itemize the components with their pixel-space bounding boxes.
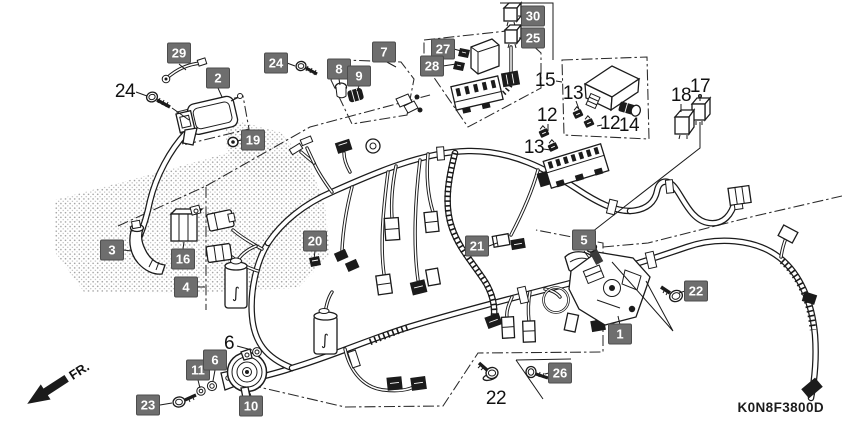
callout-text-13-26: 13	[562, 83, 584, 104]
callout-badge-21-15: 21	[465, 235, 489, 257]
bolt-22-right	[660, 285, 684, 303]
bolt-24-top	[295, 60, 318, 76]
sub-cord-29	[161, 57, 208, 84]
leader-lines	[122, 15, 701, 406]
callout-badge-28-8: 28	[420, 55, 444, 77]
fr-arrow: FR.	[27, 359, 92, 404]
boot-8	[334, 82, 348, 99]
fuse-12-a	[572, 106, 584, 119]
relay-30	[502, 1, 523, 27]
collar-6	[206, 380, 218, 392]
bolt-14	[618, 101, 642, 117]
callout-badge-26-19: 26	[548, 362, 572, 384]
condenser-1: ∫	[224, 257, 248, 309]
clip-27	[458, 48, 470, 58]
fuse-12-b	[583, 115, 595, 128]
clamp-assembly-7	[395, 93, 423, 114]
fuse-13-a	[538, 125, 550, 138]
bolt-23	[172, 393, 197, 408]
callout-badge-19-6: 19	[241, 129, 265, 151]
clip-28	[453, 61, 465, 71]
structural-lines	[500, 2, 701, 233]
callout-badge-30-9: 30	[521, 5, 545, 27]
callout-text-18-31: 18	[670, 85, 692, 106]
horn	[220, 348, 268, 403]
grommet-19	[227, 136, 239, 148]
fuse-box-main	[536, 143, 610, 189]
spark-plug-cap	[129, 219, 166, 275]
coil-branch-connectors	[205, 209, 236, 263]
diagram-code: K0N8F3800D	[737, 400, 824, 415]
grommet-9	[347, 88, 364, 103]
callout-text-13-30: 13	[523, 137, 545, 158]
fr-label: FR.	[66, 359, 92, 383]
callout-badge-29-0: 29	[167, 42, 191, 64]
bolt-24-left	[145, 91, 190, 121]
callout-badge-6-22: 6	[203, 349, 227, 371]
condenser-16	[169, 204, 204, 242]
callout-badge-9-4: 9	[347, 65, 371, 87]
callout-badge-24-2: 24	[264, 52, 288, 74]
callout-badge-23-20: 23	[136, 394, 160, 416]
callout-text-14-29: 14	[618, 115, 640, 136]
fuse-box-top	[450, 75, 504, 114]
callout-badge-25-10: 25	[521, 27, 545, 49]
callout-badge-5-16: 5	[572, 229, 596, 251]
callout-badge-20-14: 20	[303, 230, 327, 252]
callout-badge-7-5: 7	[372, 41, 396, 63]
callout-text-24-24: 24	[114, 81, 136, 102]
right-connector	[727, 184, 752, 211]
relay-18	[673, 107, 696, 140]
callout-badge-16-12: 16	[171, 248, 195, 270]
fuse-13-b	[547, 139, 559, 152]
washer-11	[196, 386, 206, 396]
svg-text:∫: ∫	[232, 284, 240, 302]
callout-text-12-28: 12	[599, 113, 621, 134]
harness-connectors	[288, 135, 823, 399]
ignition-coil	[175, 93, 243, 146]
washer-6-top	[252, 347, 262, 357]
callout-badge-2-1: 2	[206, 67, 230, 89]
bolt-22-bottom	[477, 361, 499, 382]
relay-25	[503, 23, 523, 49]
bolt-26	[515, 358, 572, 400]
relay-assembly-1	[568, 243, 674, 332]
callout-text-12-27: 12	[536, 105, 558, 126]
condenser-2: ∫	[313, 308, 338, 355]
callout-text-15-25: 15	[534, 70, 556, 91]
connector-relay	[500, 70, 521, 88]
callout-text-22-34: 22	[485, 388, 507, 409]
callout-badge-4-13: 4	[174, 276, 198, 298]
callout-text-6-33: 6	[223, 333, 235, 354]
fuse-box-cover	[470, 38, 500, 75]
clip-20	[309, 256, 321, 267]
callout-badge-22-18: 22	[684, 280, 708, 302]
callout-badge-10-23: 10	[239, 395, 263, 417]
svg-text:∫: ∫	[321, 331, 329, 349]
branch-wires	[165, 45, 788, 393]
ecu-box-15	[583, 65, 641, 112]
callout-badge-3-11: 3	[100, 239, 124, 261]
callout-text-17-32: 17	[689, 76, 711, 97]
callout-badge-1-17: 1	[608, 323, 632, 345]
